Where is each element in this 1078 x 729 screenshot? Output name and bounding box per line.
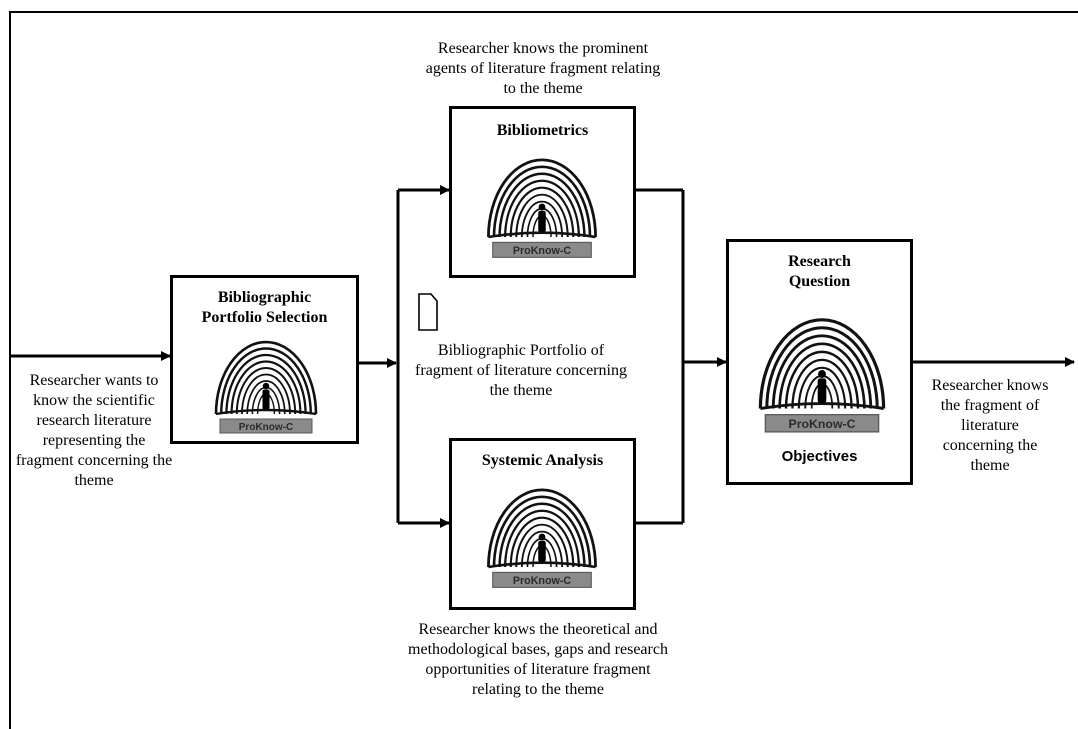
tunnel-floor — [760, 402, 884, 410]
frame-border — [9, 11, 1078, 729]
proknow-c-logo: ProKnow-C — [487, 488, 597, 588]
bibliometrics-title: Bibliometrics — [496, 122, 589, 139]
figure-body — [538, 210, 546, 233]
systemic-note: Researcher knows the theoretical and met… — [408, 621, 668, 698]
figure-head — [538, 533, 546, 541]
systemic-analysis-box: Systemic Analysis ProKnow-C — [449, 438, 636, 610]
logo-band — [764, 414, 880, 433]
tunnel-arches — [214, 340, 318, 415]
tunnel-arches — [487, 158, 597, 238]
document-icon — [418, 293, 438, 331]
tunnel-floor — [488, 561, 596, 569]
tunnel-arches — [758, 318, 886, 409]
logo-band — [492, 241, 592, 258]
figure-head — [538, 203, 546, 211]
figure-body — [817, 378, 827, 403]
logo-text: ProKnow-C — [513, 575, 572, 587]
systemic-analysis-title: Systemic Analysis — [481, 452, 604, 469]
tunnel-floor — [488, 231, 596, 239]
portfolio-selection-title: Bibliographic Portfolio Selection — [201, 289, 328, 326]
research-question-title: Research Question — [788, 253, 851, 290]
input-note: Researcher wants to know the scientific … — [15, 372, 173, 489]
figure-head — [818, 370, 826, 378]
logo-band — [492, 571, 592, 588]
logo-text: ProKnow-C — [513, 245, 572, 257]
proknow-c-logo: ProKnow-C — [758, 318, 886, 433]
tunnel-floor — [215, 408, 317, 416]
proknow-c-logo: ProKnow-C — [214, 340, 318, 434]
research-question-box: Research Question ProKnow-C Objectives — [726, 239, 913, 485]
portfolio-selection-box: Bibliographic Portfolio Selection ProKno… — [170, 275, 359, 444]
proknow-c-logo: ProKnow-C — [487, 158, 597, 258]
objectives-label: Objectives — [781, 448, 858, 465]
figure-body — [262, 389, 270, 410]
portfolio-output-note: Bibliographic Portfolio of fragment of l… — [415, 342, 627, 399]
bibliometrics-box: Bibliometrics ProKnow-C — [449, 106, 636, 278]
logo-band — [219, 418, 313, 434]
figure-head — [262, 382, 270, 390]
tunnel-arches — [487, 488, 597, 568]
figure-body — [538, 540, 546, 563]
logo-text: ProKnow-C — [788, 417, 855, 431]
output-note: Researcher knows the fragment of literat… — [931, 377, 1049, 474]
logo-text: ProKnow-C — [239, 422, 293, 433]
bibliometrics-note: Researcher knows the prominent agents of… — [425, 40, 661, 97]
